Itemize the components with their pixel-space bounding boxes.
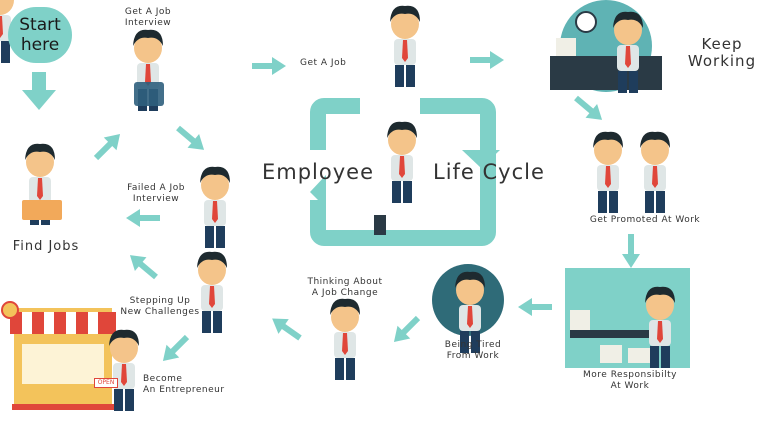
shop-storefront xyxy=(1,301,116,410)
figure-center-employee xyxy=(387,121,417,203)
arrow-from-stepping xyxy=(124,248,162,284)
figure-failed xyxy=(200,166,230,248)
arrow-to-entrepreneur xyxy=(156,330,194,368)
office-keep-working xyxy=(550,0,662,92)
arrow-to-get-job xyxy=(252,57,286,75)
figure-stepping xyxy=(197,251,227,333)
label-keep-working: Keep Working xyxy=(687,35,757,70)
label-find-jobs: Find Jobs xyxy=(12,239,80,254)
label-more-responsibility: More Responsibilty At Work xyxy=(583,370,677,391)
label-thinking-change: Thinking About A Job Change xyxy=(307,277,383,298)
start-line1: Start xyxy=(19,15,61,35)
label-become-entrepreneur: Become An Entrepreneur xyxy=(143,374,225,395)
shop-open-sign: OPEN xyxy=(94,378,118,388)
figure-thinking xyxy=(330,298,360,380)
label-get-promoted: Get Promoted At Work xyxy=(589,215,701,225)
figure-entrepreneur xyxy=(109,329,139,411)
label-get-a-job: Get A Job xyxy=(300,58,347,68)
arrow-down-to-promoted xyxy=(570,91,608,127)
label-stepping-up: Stepping Up New Challenges xyxy=(120,296,200,317)
figure-jumping xyxy=(390,5,420,87)
arrow-to-stepping xyxy=(266,311,306,346)
label-get-a-job-interview: Get A Job Interview xyxy=(124,7,172,28)
chair-icon xyxy=(134,82,164,106)
arrow-down-to-more-resp xyxy=(622,234,640,268)
briefcase-icon xyxy=(374,215,386,235)
arrow-left-to-tired xyxy=(518,298,552,316)
arrow-to-failed xyxy=(172,121,210,157)
arrow-up-to-interview xyxy=(89,127,127,165)
title-left: Employee xyxy=(262,160,375,184)
figure-boss xyxy=(593,131,623,213)
start-here-badge: Start here xyxy=(8,7,72,63)
laptop-icon xyxy=(22,200,62,220)
office-more-responsibility xyxy=(565,268,690,368)
cycle-frame xyxy=(300,96,500,246)
start-line2: here xyxy=(20,35,60,55)
label-failed-interview: Failed A Job Interview xyxy=(127,183,185,204)
arrow-to-keep-working xyxy=(470,51,504,69)
figure-promoted xyxy=(640,131,670,213)
arrow-start-down xyxy=(22,72,56,110)
arrow-up-from-failed xyxy=(126,209,160,227)
title-right: Life Cycle xyxy=(433,160,545,184)
label-being-tired: Being Tired From Work xyxy=(444,340,502,361)
arrow-to-thinking xyxy=(387,311,425,349)
